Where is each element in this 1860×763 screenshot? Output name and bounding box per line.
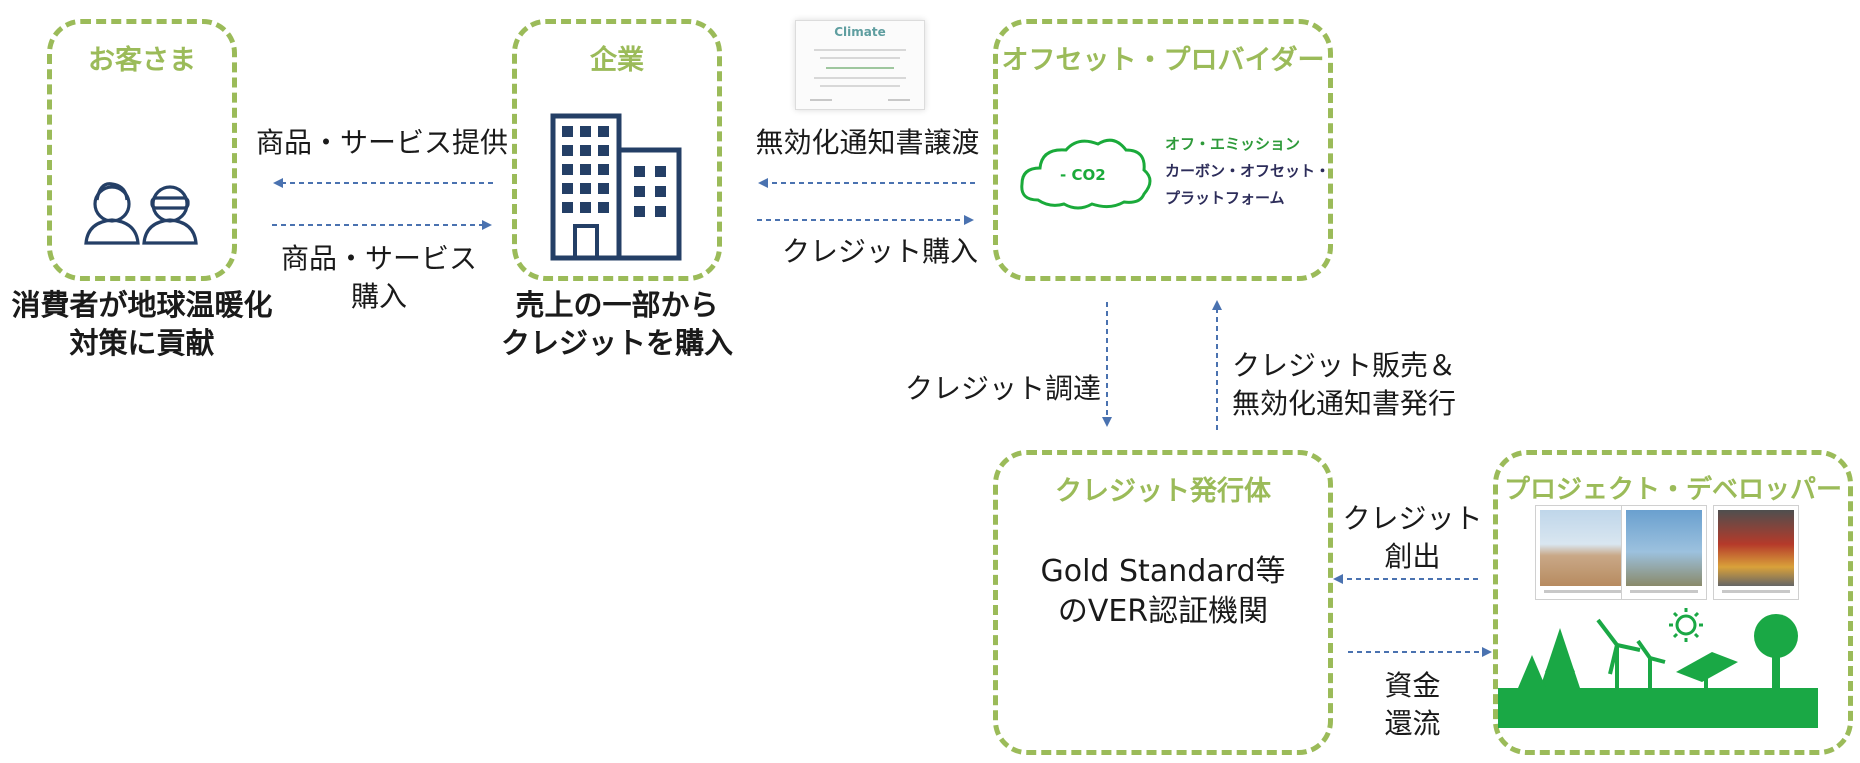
label-goods-buy-line2: 購入 bbox=[350, 280, 407, 313]
label-cert-transfer: 無効化通知書譲渡 bbox=[755, 126, 980, 159]
platform-line3: プラットフォーム bbox=[1165, 189, 1285, 207]
issuer-body-line1: Gold Standard等 bbox=[1040, 554, 1286, 589]
certificate-logo: Climate bbox=[834, 25, 886, 39]
company-caption-line1: 売上の一部から bbox=[515, 288, 719, 322]
co2-cloud-icon bbox=[1020, 138, 1152, 210]
label-credit-buy: クレジット購入 bbox=[781, 235, 978, 268]
platform-name: オフ・エミッション カーボン・オフセット・ プラットフォーム bbox=[1165, 131, 1330, 212]
label-credit-create-line2: 創出 bbox=[1384, 540, 1441, 573]
label-credit-sell-line2: 無効化通知書発行 bbox=[1232, 387, 1457, 420]
provider-title: オフセット・プロバイダー bbox=[1001, 45, 1325, 76]
project-photo-plant bbox=[1713, 505, 1799, 600]
company-caption: 売上の一部から クレジットを購入 bbox=[497, 286, 737, 362]
label-credit-procure: クレジット調達 bbox=[905, 372, 1102, 405]
customer-caption: 消費者が地球温暖化 対策に貢献 bbox=[0, 286, 284, 362]
certificate-icon: Climate bbox=[795, 20, 925, 110]
issuer-body: Gold Standard等 のVER認証機関 bbox=[1000, 552, 1326, 632]
provider-box: オフセット・プロバイダー bbox=[993, 19, 1333, 281]
broadleaf-tree-icon bbox=[1754, 614, 1798, 688]
issuer-body-line2: のVER認証機関 bbox=[1057, 594, 1269, 629]
issuer-box: クレジット発行体 bbox=[993, 450, 1333, 755]
label-credit-sell-line1: クレジット販売＆ bbox=[1232, 349, 1457, 382]
issuer-title: クレジット発行体 bbox=[1055, 476, 1271, 507]
label-credit-create: クレジット 創出 bbox=[1340, 500, 1485, 576]
developer-title: プロジェクト・デベロッパー bbox=[1503, 475, 1842, 505]
company-title: 企業 bbox=[590, 45, 644, 76]
tree-icon bbox=[1518, 628, 1580, 688]
company-caption-line2: クレジットを購入 bbox=[500, 326, 733, 360]
customer-title: お客さま bbox=[88, 45, 196, 76]
customer-box: お客さま bbox=[47, 19, 237, 281]
label-credit-create-line1: クレジット bbox=[1342, 502, 1483, 535]
landscape-illustration bbox=[1498, 608, 1818, 728]
label-goods-provide: 商品・サービス提供 bbox=[256, 126, 509, 159]
label-goods-buy: 商品・サービス 購入 bbox=[274, 240, 484, 316]
label-fund-return-line2: 還流 bbox=[1384, 707, 1441, 740]
wind-turbine-icon bbox=[1596, 618, 1666, 688]
co2-cloud-label: - CO2 bbox=[1060, 166, 1106, 184]
label-fund-return: 資金 還流 bbox=[1340, 667, 1485, 743]
label-credit-sell: クレジット販売＆ 無効化通知書発行 bbox=[1232, 347, 1492, 423]
solar-panel-icon bbox=[1676, 652, 1738, 688]
project-photo-wind bbox=[1621, 505, 1707, 600]
customer-caption-line2: 対策に貢献 bbox=[69, 326, 215, 360]
platform-line2: カーボン・オフセット・ bbox=[1165, 162, 1331, 180]
platform-line1: オフ・エミッション bbox=[1165, 135, 1301, 153]
flow-arrows bbox=[272, 178, 1492, 657]
label-fund-return-line1: 資金 bbox=[1384, 669, 1441, 702]
label-goods-buy-line1: 商品・サービス bbox=[280, 242, 477, 275]
building-icon bbox=[550, 113, 682, 261]
sun-icon bbox=[1669, 608, 1703, 642]
people-icon bbox=[84, 182, 198, 245]
customer-caption-line1: 消費者が地球温暖化 bbox=[11, 288, 273, 322]
